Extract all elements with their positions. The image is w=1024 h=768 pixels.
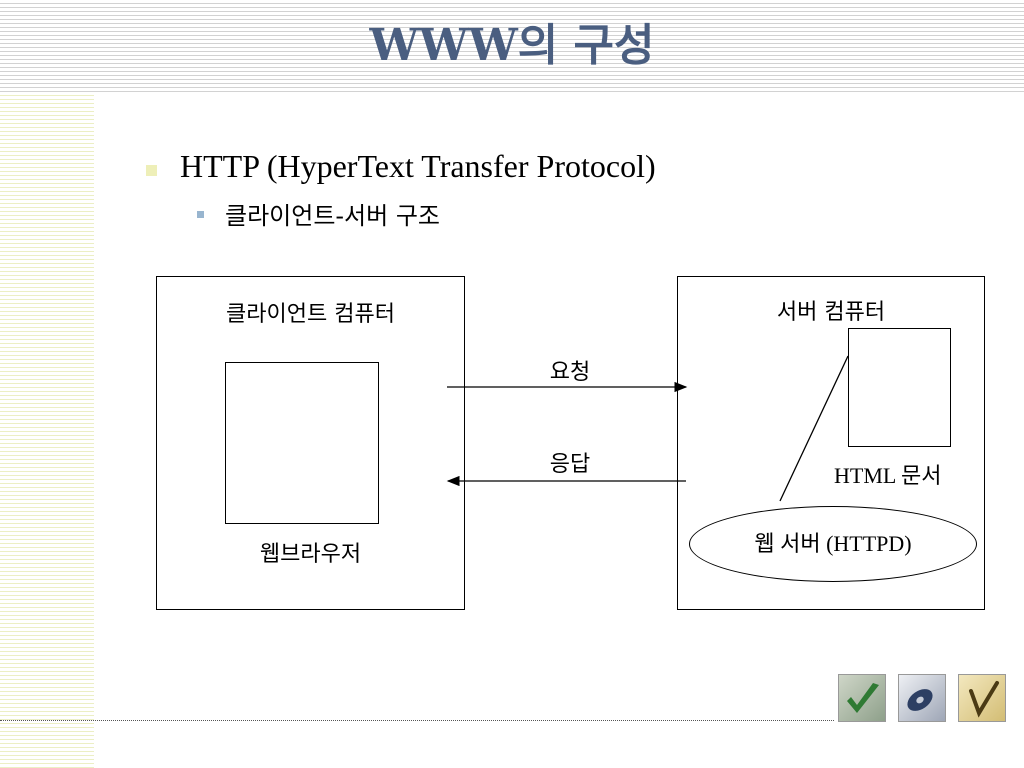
server-computer-title: 서버 컴퓨터 <box>776 300 886 325</box>
html-document-label: HTML 문서 <box>834 463 942 488</box>
bullet-client-server: 클라이언트-서버 구조 <box>225 202 441 230</box>
check-mark-icon <box>838 674 886 722</box>
pen-mark-icon <box>958 674 1006 722</box>
bullet-http: HTTP (HyperText Transfer Protocol) <box>180 148 656 184</box>
web-browser-box <box>225 362 379 524</box>
cd-disc-icon <box>898 674 946 722</box>
slide-title: WWW의 구성 <box>369 20 655 71</box>
web-server-ellipse <box>689 506 977 582</box>
server-document-connector <box>779 355 849 502</box>
bullet-marker-level1 <box>146 165 157 176</box>
html-document-box <box>848 328 951 447</box>
web-server-label: 웹 서버 (HTTPD) <box>754 531 912 556</box>
web-browser-label: 웹브라우저 <box>259 542 362 567</box>
bullet-marker-level2 <box>197 211 204 218</box>
response-label: 응답 <box>549 452 591 477</box>
header-stripe-background <box>0 0 1024 92</box>
left-stripe-background <box>0 92 94 768</box>
client-computer-title: 클라이언트 컴퓨터 <box>226 302 395 327</box>
footer-divider <box>0 720 834 721</box>
request-label: 요청 <box>549 360 591 385</box>
